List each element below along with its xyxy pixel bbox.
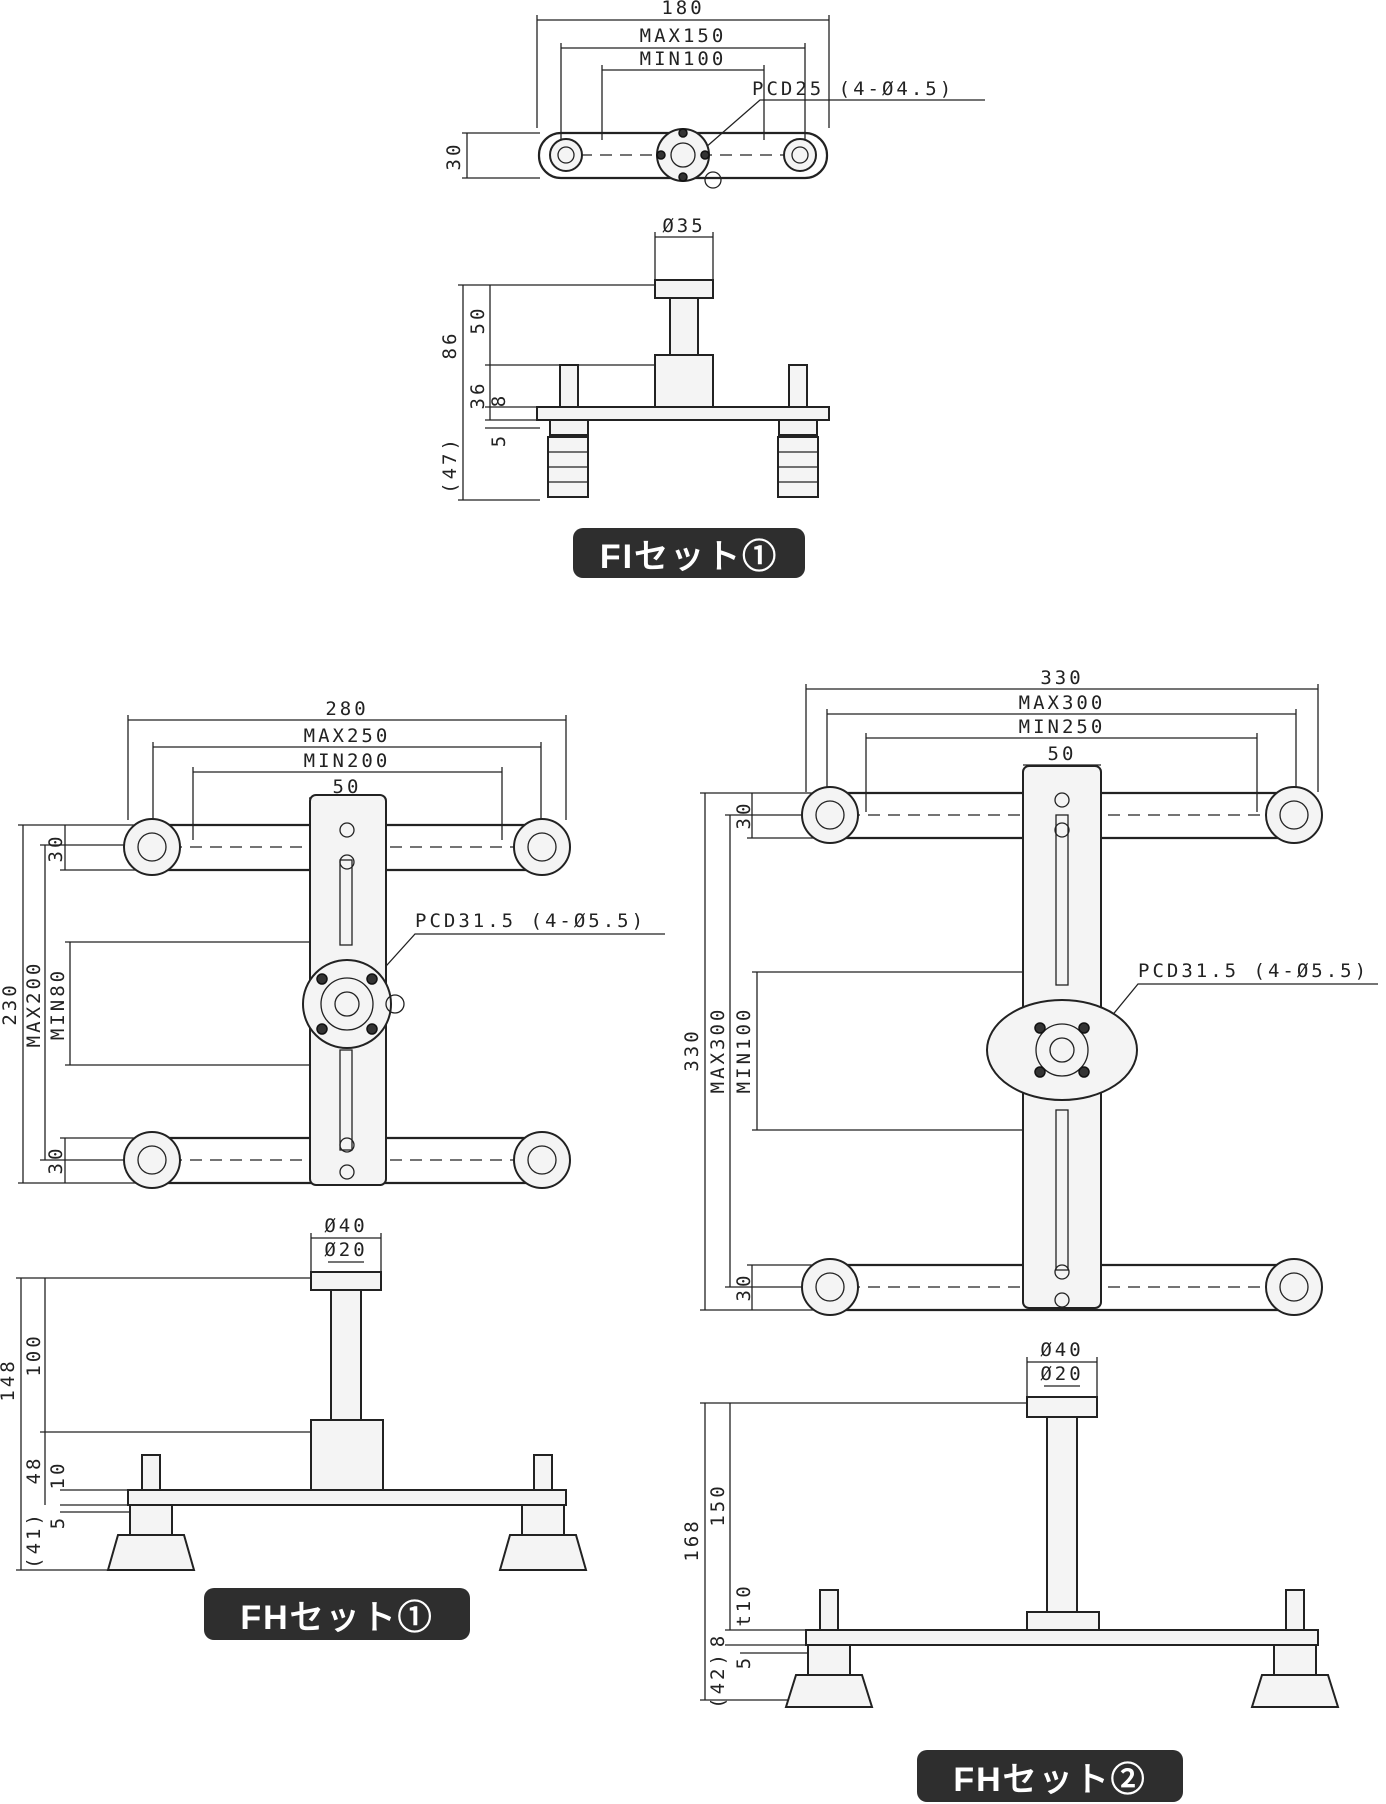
fi-side-view: Ø35 86 50 36 8 5 (47) <box>439 215 830 501</box>
fh2-plate <box>805 1629 1319 1646</box>
fi-dim-total: 86 <box>439 331 461 360</box>
fi-set-label: FIセット① <box>573 528 805 578</box>
fh2-dim-upper: 150 <box>707 1483 729 1526</box>
fh2-pad-br <box>1265 1258 1323 1316</box>
fh1-pad-bl <box>123 1131 181 1189</box>
fh1-set-label: FHセット① <box>204 1588 470 1640</box>
fh2-set-label: FHセット② <box>917 1750 1183 1802</box>
fh1-dim-bar: 50 <box>333 776 362 798</box>
fh1-dim-overall: 280 <box>325 698 368 720</box>
fh1-dim-min-v: MIN80 <box>47 968 69 1040</box>
fh1-pad-tr <box>513 818 571 876</box>
fh2-dim-max-v: MAX300 <box>707 1007 729 1094</box>
fi-shaft-cap <box>654 279 714 299</box>
fh2-dim-max: MAX300 <box>1019 692 1106 714</box>
fh1-top-view: 280 MAX250 MIN200 50 PCD31.5 (4-Ø5.5) 23… <box>0 698 665 1189</box>
fh2-top-view: 330 MAX300 MIN250 50 PCD31.5 (4-Ø5.5) 33… <box>681 667 1378 1316</box>
fh2-dim-mid: t10 <box>733 1583 755 1626</box>
fh1-shaft-cap <box>310 1271 382 1291</box>
fh1-set-label-text: FHセット① <box>240 1598 434 1637</box>
fh1-dim-arm-top: 30 <box>45 834 67 863</box>
fh2-pad-tl <box>801 786 859 844</box>
fh2-set-label-text: FHセット② <box>953 1760 1147 1799</box>
fh2-dim-min: MIN250 <box>1019 716 1106 738</box>
fi-dim-max: MAX150 <box>640 25 727 47</box>
fh2-dim-pcd: PCD31.5 (4-Ø5.5) <box>1138 960 1369 982</box>
fh1-dim-max: MAX250 <box>304 725 391 747</box>
fi-body <box>654 354 714 411</box>
fi-plate <box>536 406 830 421</box>
fh1-hub <box>302 959 392 1049</box>
fh1-dim-total: 148 <box>0 1358 19 1401</box>
fi-dim-overall: 180 <box>661 0 704 19</box>
fh1-shaft <box>330 1289 362 1423</box>
fh2-dim-min-v: MIN100 <box>733 1007 755 1094</box>
fi-top-view: 180 MAX150 MIN100 PCD25 (4-Ø4.5) 30 <box>443 0 985 189</box>
fh1-dim-thin: 5 <box>47 1515 69 1529</box>
fi-dim-mid: 36 <box>467 381 489 410</box>
fh1-cup-left <box>106 1534 196 1571</box>
fh2-dim-bar: 50 <box>1048 743 1077 765</box>
fh2-dim-total-v: 330 <box>681 1028 703 1071</box>
fh2-pad-bl <box>801 1258 859 1316</box>
fh2-cup-right <box>1250 1674 1340 1708</box>
fi-pad-right <box>783 138 817 172</box>
fh1-dim-arm-bottom: 30 <box>45 1146 67 1175</box>
fh2-pad-tr <box>1265 786 1323 844</box>
fi-dim-min: MIN100 <box>640 48 727 70</box>
fh2-side-view: Ø40 Ø20 168 150 t10 8 5 (42) <box>681 1339 1340 1709</box>
fh1-dim-pcd: PCD31.5 (4-Ø5.5) <box>415 910 646 932</box>
fi-set-label-text: FIセット① <box>599 537 779 576</box>
fi-dim-shaft: Ø35 <box>662 215 705 237</box>
fh1-dim-outer: Ø40 <box>324 1215 367 1237</box>
fh2-dim-total: 168 <box>681 1518 703 1561</box>
fh2-dim-plate: 8 <box>707 1633 729 1647</box>
fh1-dim-min: MIN200 <box>304 750 391 772</box>
fi-dim-pcd: PCD25 (4-Ø4.5) <box>752 78 954 100</box>
fi-dim-height: 30 <box>443 142 465 171</box>
fh2-dim-inner: Ø20 <box>1040 1363 1083 1385</box>
fh2-shaft-cap <box>1026 1396 1098 1418</box>
fh2-dim-pad: (42) <box>707 1651 729 1709</box>
fi-pad-left <box>549 138 583 172</box>
fh2-shaft <box>1046 1416 1078 1618</box>
fh1-dim-pad: (41) <box>23 1511 45 1569</box>
fh1-pad-tl <box>123 818 181 876</box>
fi-dim-upper: 50 <box>467 306 489 335</box>
fh1-plate <box>127 1489 567 1506</box>
fi-shaft <box>669 297 699 359</box>
fh2-dim-arm-top: 30 <box>733 801 755 830</box>
fh1-dim-inner: Ø20 <box>324 1239 367 1261</box>
fh2-dim-arm-bottom: 30 <box>733 1273 755 1302</box>
fh2-dim-outer: Ø40 <box>1040 1339 1083 1361</box>
fh1-pad-br <box>513 1131 571 1189</box>
fh2-dim-thin: 5 <box>733 1655 755 1669</box>
fh2-hub <box>986 999 1138 1101</box>
fi-dim-plate: 8 <box>488 393 510 407</box>
fi-dim-pad: (47) <box>439 436 461 494</box>
fh1-side-view: Ø40 Ø20 148 100 48 10 5 (41) <box>0 1215 588 1571</box>
fh1-dim-plate: 10 <box>47 1461 69 1490</box>
fh1-cup-right <box>498 1534 588 1571</box>
fi-dim-thin: 5 <box>488 433 510 447</box>
fh2-cup-left <box>784 1674 874 1708</box>
fh1-body <box>310 1419 384 1491</box>
fh2-dim-overall: 330 <box>1040 667 1083 689</box>
fh1-dim-upper: 100 <box>23 1333 45 1376</box>
fh1-dim-total-v: 230 <box>0 982 21 1025</box>
fh1-dim-mid: 48 <box>23 1456 45 1485</box>
fh1-dim-max-v: MAX200 <box>23 961 45 1048</box>
